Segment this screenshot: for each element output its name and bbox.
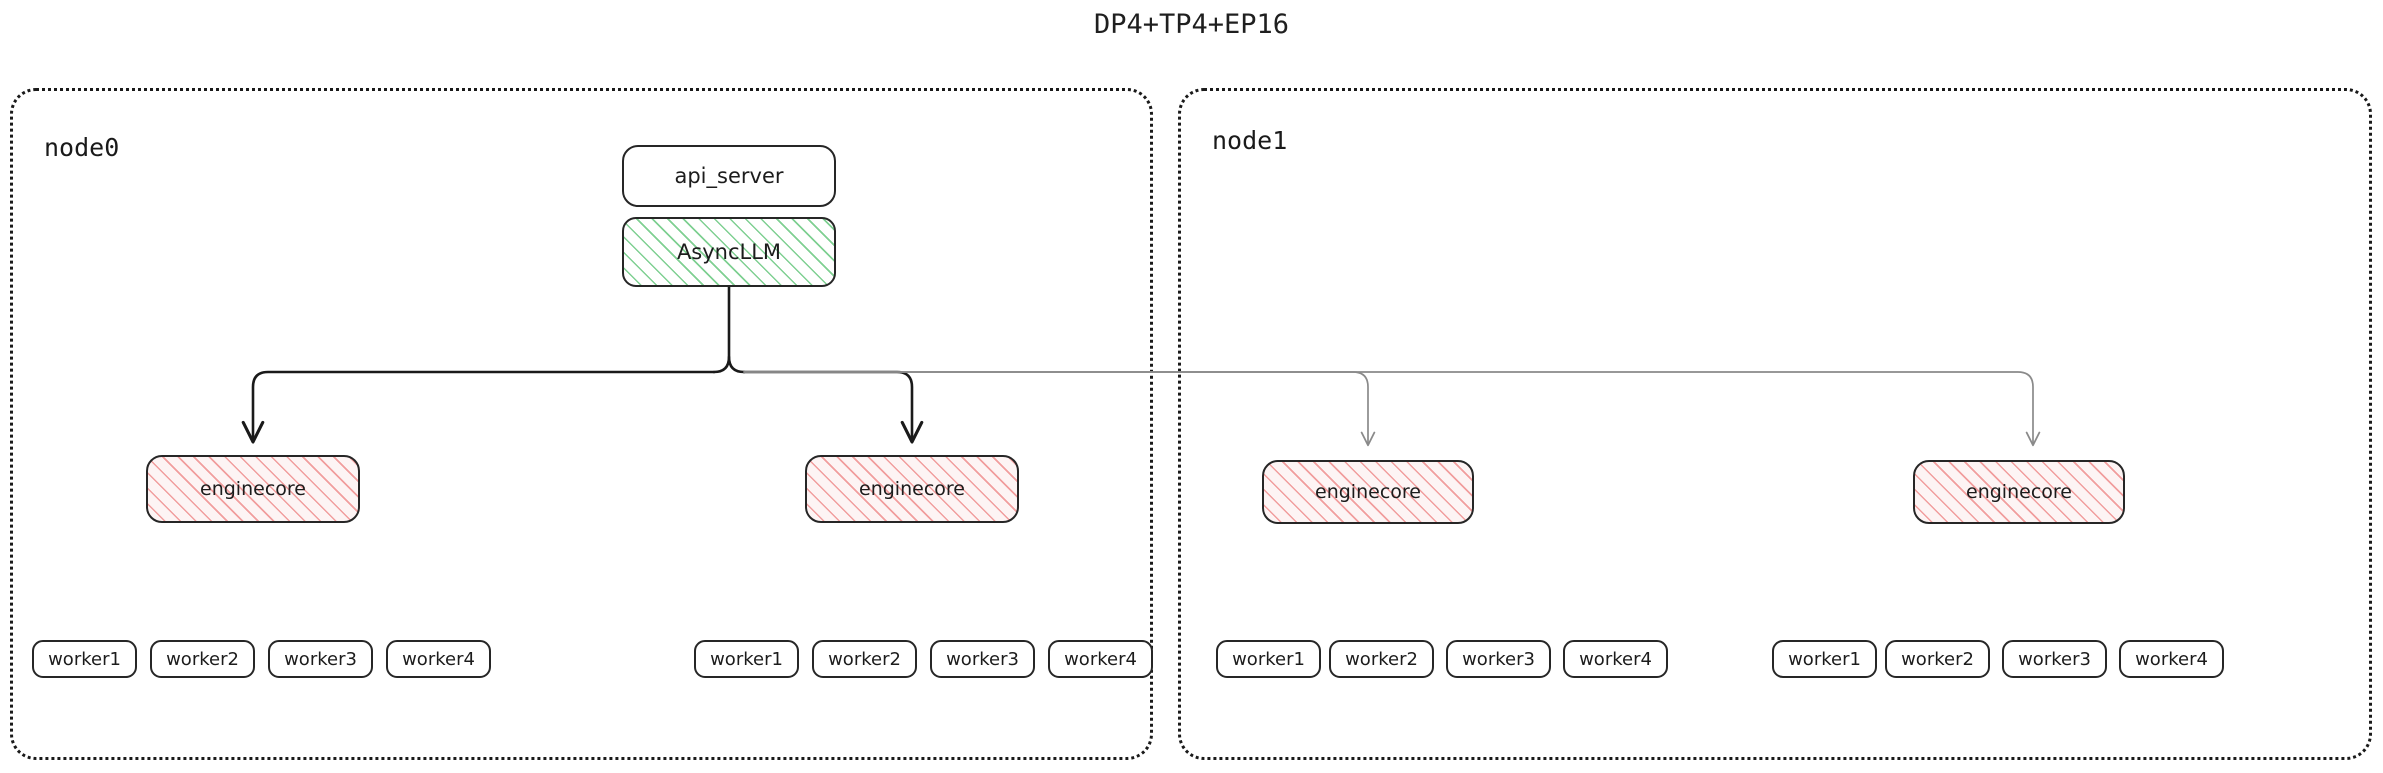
- worker-box-node0-0-1[interactable]: worker2: [150, 640, 255, 678]
- worker-label: worker4: [1064, 648, 1137, 670]
- enginecore-box-node0-1[interactable]: enginecore: [805, 455, 1019, 523]
- worker-label: worker2: [1901, 648, 1974, 670]
- worker-box-node0-0-2[interactable]: worker3: [268, 640, 373, 678]
- worker-label: worker2: [828, 648, 901, 670]
- worker-box-node1-0-2[interactable]: worker3: [1446, 640, 1551, 678]
- enginecore-label: enginecore: [1966, 481, 2072, 503]
- worker-label: worker4: [1579, 648, 1652, 670]
- worker-label: worker4: [2135, 648, 2208, 670]
- worker-box-node0-1-1[interactable]: worker2: [812, 640, 917, 678]
- worker-label: worker3: [284, 648, 357, 670]
- enginecore-label: enginecore: [1315, 481, 1421, 503]
- worker-label: worker4: [402, 648, 475, 670]
- node-label-node0: node0: [44, 133, 120, 162]
- enginecore-box-node1-0[interactable]: enginecore: [1262, 460, 1474, 524]
- async-llm-box-node0[interactable]: AsyncLLM: [622, 217, 836, 287]
- worker-box-node0-1-0[interactable]: worker1: [694, 640, 799, 678]
- worker-box-node1-0-0[interactable]: worker1: [1216, 640, 1321, 678]
- worker-box-node1-0-1[interactable]: worker2: [1329, 640, 1434, 678]
- worker-box-node1-1-0[interactable]: worker1: [1772, 640, 1877, 678]
- enginecore-label: enginecore: [200, 478, 306, 500]
- worker-label: worker1: [710, 648, 783, 670]
- worker-box-node1-0-3[interactable]: worker4: [1563, 640, 1668, 678]
- worker-label: worker2: [166, 648, 239, 670]
- worker-box-node1-1-1[interactable]: worker2: [1885, 640, 1990, 678]
- worker-label: worker1: [48, 648, 121, 670]
- worker-box-node0-0-0[interactable]: worker1: [32, 640, 137, 678]
- worker-label: worker3: [946, 648, 1019, 670]
- worker-box-node0-1-2[interactable]: worker3: [930, 640, 1035, 678]
- async-llm-label: AsyncLLM: [676, 240, 782, 264]
- enginecore-box-node1-1[interactable]: enginecore: [1913, 460, 2125, 524]
- worker-label: worker3: [1462, 648, 1535, 670]
- worker-label: worker1: [1788, 648, 1861, 670]
- node-label-node1: node1: [1212, 126, 1288, 155]
- worker-box-node1-1-3[interactable]: worker4: [2119, 640, 2224, 678]
- worker-box-node0-1-3[interactable]: worker4: [1048, 640, 1153, 678]
- api-server-box-node0[interactable]: api_server: [622, 145, 836, 207]
- page-title: DP4+TP4+EP16: [1093, 9, 1290, 40]
- worker-box-node0-0-3[interactable]: worker4: [386, 640, 491, 678]
- worker-label: worker3: [2018, 648, 2091, 670]
- enginecore-label: enginecore: [859, 478, 965, 500]
- worker-label: worker1: [1232, 648, 1305, 670]
- api-server-label: api_server: [674, 164, 784, 188]
- enginecore-box-node0-0[interactable]: enginecore: [146, 455, 360, 523]
- worker-box-node1-1-2[interactable]: worker3: [2002, 640, 2107, 678]
- worker-label: worker2: [1345, 648, 1418, 670]
